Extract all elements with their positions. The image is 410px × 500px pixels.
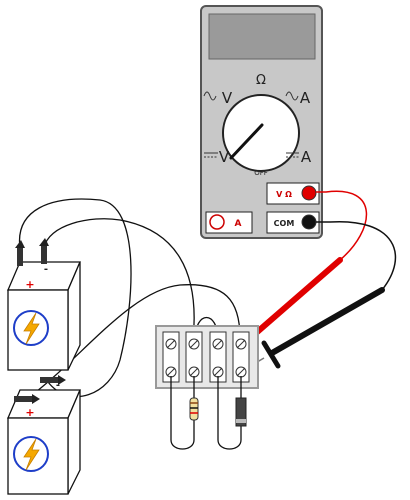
- clip-jaw: [40, 377, 58, 383]
- alligator-clip-icon[interactable]: [39, 238, 49, 264]
- screw-slot: [213, 367, 223, 377]
- black-probe-guard: [261, 340, 281, 369]
- clip-jaw: [17, 248, 23, 266]
- screw-slot: [213, 339, 223, 349]
- ac-wave-icon: [203, 91, 217, 101]
- screw-slot: [189, 367, 199, 377]
- red-probe[interactable]: [245, 257, 343, 343]
- battery-bottom: + -: [7, 375, 81, 495]
- amps-jack[interactable]: [209, 214, 225, 230]
- battery-top-positive-label: +: [25, 278, 34, 291]
- lightning-icon: [23, 312, 40, 345]
- alligator-clip-icon[interactable]: [14, 394, 40, 404]
- lightning-icon: [23, 438, 40, 471]
- clip-jaw: [14, 396, 32, 402]
- alligator-clip-icon[interactable]: [15, 240, 25, 266]
- dc-volts-label: V: [219, 148, 230, 166]
- volt-ohm-jack[interactable]: [301, 185, 317, 201]
- ac-wave-icon: [285, 91, 299, 101]
- wire-top-battery-positive: [18, 198, 132, 398]
- clip-jaw: [41, 246, 47, 264]
- clip-tip: [32, 394, 40, 404]
- screw-slot: [166, 367, 176, 377]
- diode-band: [236, 419, 246, 423]
- resistor: [170, 376, 199, 450]
- clip-tip: [15, 240, 25, 248]
- black-lead-wire: [316, 221, 397, 291]
- ac-volts-label: V: [222, 89, 233, 107]
- multimeter-display: [208, 13, 316, 60]
- battery-bottom-positive-label: +: [25, 406, 34, 419]
- diode: [217, 376, 247, 450]
- screw-slot: [189, 339, 199, 349]
- amps-jack-label: A: [235, 219, 242, 229]
- clip-tip: [39, 238, 49, 246]
- selector-dial[interactable]: [222, 94, 300, 172]
- battery-top-negative-label: -: [44, 264, 48, 275]
- clip-tip: [58, 375, 66, 385]
- diode-lead-loop: [217, 376, 242, 450]
- common-jack-label: COM: [274, 219, 295, 228]
- dc-volts-mark: V: [204, 148, 230, 166]
- dc-amps-label: A: [301, 148, 312, 166]
- amps-jack-box: [205, 211, 253, 234]
- screw-slot: [166, 339, 176, 349]
- resistor-lead-loop: [170, 376, 195, 450]
- wire-top-battery-negative: [43, 218, 195, 341]
- dc-amps-mark: A: [286, 148, 312, 166]
- ac-amps-mark: A: [285, 89, 311, 107]
- red-lead-wire: [316, 190, 368, 261]
- alligator-clip-icon[interactable]: [40, 375, 66, 385]
- multimeter: Ω V A V A OFF V Ω A COM: [200, 5, 323, 239]
- ohm-label: Ω: [256, 73, 266, 88]
- screw-slot: [236, 339, 246, 349]
- selector-pointer: [229, 123, 264, 160]
- battery-bottom-negative-label: -: [56, 380, 60, 391]
- off-label: OFF: [254, 169, 268, 177]
- terminal-4: [232, 331, 250, 383]
- volt-ohm-jack-label: V Ω: [276, 190, 292, 199]
- common-jack[interactable]: [301, 214, 317, 230]
- battery-top: + -: [7, 238, 81, 371]
- terminal-3: [209, 331, 227, 383]
- terminal-2: [185, 331, 203, 383]
- ac-volts-mark: V: [203, 89, 233, 107]
- terminal-1: [162, 331, 180, 383]
- ac-amps-label: A: [300, 89, 311, 107]
- black-probe[interactable]: [269, 287, 385, 356]
- screw-slot: [236, 367, 246, 377]
- resistor-body[interactable]: [189, 397, 199, 421]
- diode-body[interactable]: [235, 397, 247, 427]
